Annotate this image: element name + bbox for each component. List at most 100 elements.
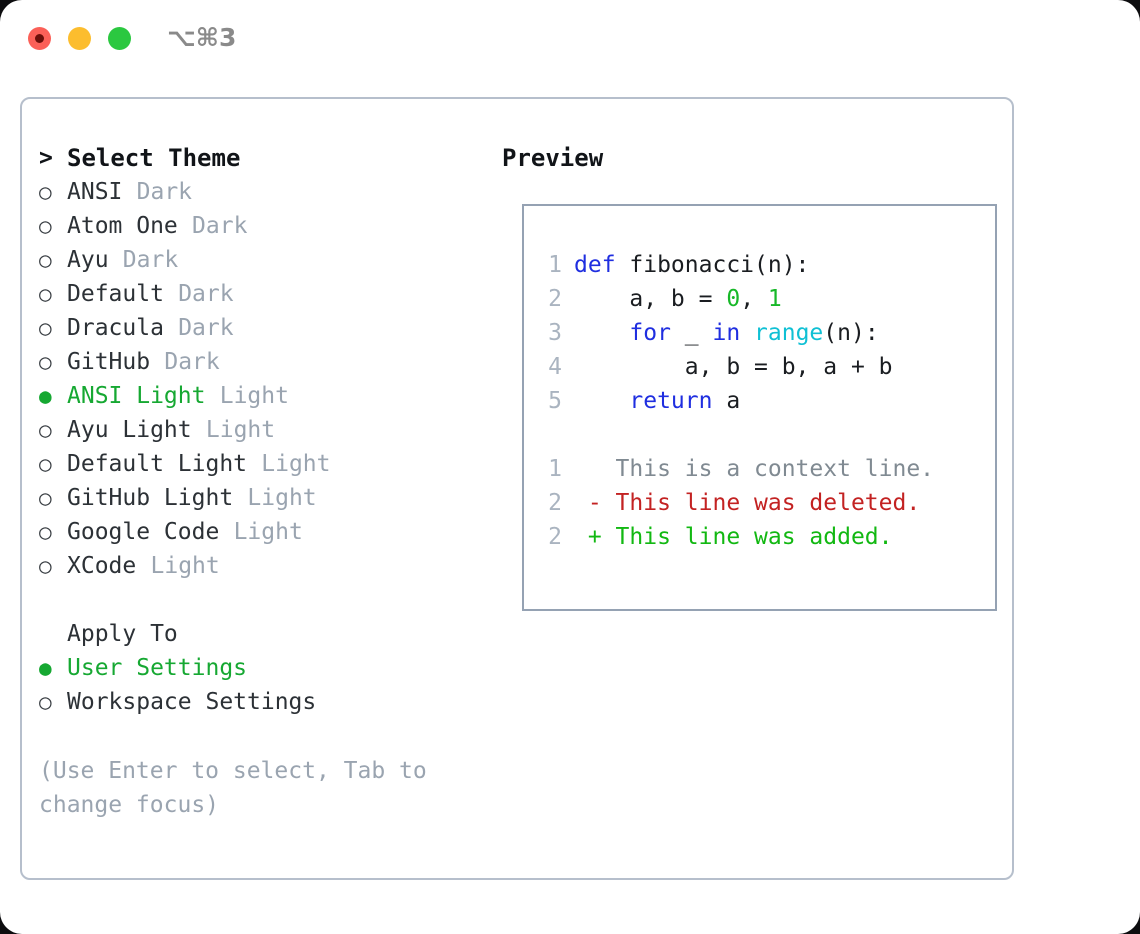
prompt-marker-icon: > bbox=[39, 145, 53, 171]
theme-list-item[interactable]: ○ GitHub Light Light bbox=[39, 481, 489, 515]
theme-list-item[interactable]: ○ Ayu Dark bbox=[39, 243, 489, 277]
theme-name: GitHub bbox=[67, 349, 151, 375]
code-token: _ bbox=[670, 320, 713, 346]
theme-variant-label: Light bbox=[205, 417, 276, 443]
theme-list-item[interactable]: ○ GitHub Dark bbox=[39, 345, 489, 379]
radio-selected-icon: ● bbox=[39, 656, 52, 680]
code-token: in bbox=[712, 320, 741, 346]
code-line: 2 + This line was added. bbox=[534, 520, 934, 554]
radio-unselected-icon: ○ bbox=[39, 690, 52, 714]
window-title: ⌥⌘3 bbox=[167, 23, 237, 52]
code-token: This is a context line. bbox=[574, 456, 935, 482]
line-number: 1 bbox=[548, 252, 562, 278]
theme-list-item[interactable]: ○ ANSI Dark bbox=[39, 175, 489, 209]
theme-variant-label: Light bbox=[261, 451, 331, 477]
theme-name: ANSI bbox=[67, 179, 123, 205]
radio-selected-icon: ● bbox=[39, 384, 52, 408]
theme-name: Ayu bbox=[67, 247, 109, 273]
code-line: 2 - This line was deleted. bbox=[534, 486, 934, 520]
code-line: 5 return a bbox=[534, 384, 934, 418]
apply-to-option[interactable]: ○ Workspace Settings bbox=[39, 685, 489, 719]
theme-picker-header: > Select Theme bbox=[39, 141, 489, 175]
radio-unselected-icon: ○ bbox=[39, 180, 52, 204]
code-token: 0 bbox=[726, 286, 741, 312]
code-token: - This line was deleted. bbox=[574, 490, 921, 516]
line-number: 5 bbox=[548, 388, 562, 414]
radio-unselected-icon: ○ bbox=[39, 520, 52, 544]
theme-name: Default Light bbox=[67, 451, 248, 477]
apply-to-header: Apply To bbox=[67, 621, 178, 647]
code-token: (n): bbox=[823, 320, 879, 346]
theme-name: ANSI Light bbox=[67, 383, 206, 409]
title-bar: ⌥⌘3 bbox=[0, 0, 1140, 78]
line-number: 4 bbox=[548, 354, 562, 380]
apply-to-list: ●User Settings ○ Workspace Settings bbox=[39, 651, 489, 719]
theme-variant-label: Dark bbox=[192, 213, 248, 239]
radio-unselected-icon: ○ bbox=[39, 316, 52, 340]
code-token: a, b = b, a + b bbox=[574, 354, 893, 380]
code-line: 4 a, b = b, a + b bbox=[534, 350, 934, 384]
preview-title: Preview bbox=[502, 144, 604, 172]
code-token bbox=[574, 388, 629, 414]
radio-unselected-icon: ○ bbox=[39, 554, 52, 578]
theme-name: Google Code bbox=[67, 519, 220, 545]
radio-unselected-icon: ○ bbox=[39, 350, 52, 374]
radio-unselected-icon: ○ bbox=[39, 282, 52, 306]
code-line: 1 This is a context line. bbox=[534, 452, 934, 486]
code-token: + This line was added. bbox=[574, 524, 893, 550]
theme-variant-label: Dark bbox=[122, 247, 179, 273]
theme-variant-label: Dark bbox=[178, 315, 234, 341]
theme-variant-label: Dark bbox=[178, 281, 234, 307]
code-token: return bbox=[629, 388, 713, 414]
theme-list-item[interactable]: ○ Google Code Light bbox=[39, 515, 489, 549]
theme-variant-label: Light bbox=[150, 553, 220, 579]
line-number: 2 bbox=[548, 524, 562, 550]
code-token: def bbox=[574, 252, 630, 278]
radio-unselected-icon: ○ bbox=[39, 418, 52, 442]
radio-unselected-icon: ○ bbox=[39, 248, 52, 272]
code-token: a, b = bbox=[574, 286, 727, 312]
code-line: 3 for _ in range(n): bbox=[534, 316, 934, 350]
theme-variant-label: Dark bbox=[136, 179, 193, 205]
code-token: a bbox=[712, 388, 741, 414]
minimize-button[interactable] bbox=[68, 27, 91, 50]
line-number: 1 bbox=[548, 456, 562, 482]
recording-indicator-icon bbox=[35, 34, 44, 43]
apply-to-label: Workspace Settings bbox=[67, 689, 317, 715]
theme-variant-label: Light bbox=[247, 485, 317, 511]
page-title: Select Theme bbox=[67, 144, 241, 172]
line-number: 3 bbox=[548, 320, 562, 346]
theme-variant-label: Dark bbox=[164, 349, 220, 375]
code-token: , bbox=[740, 286, 768, 312]
theme-name: Dracula bbox=[67, 315, 164, 341]
theme-variant-label: Light bbox=[233, 519, 303, 545]
line-number: 2 bbox=[548, 286, 562, 312]
theme-list-item[interactable]: ○ Dracula Dark bbox=[39, 311, 489, 345]
maximize-button[interactable] bbox=[108, 27, 131, 50]
theme-name: Ayu Light bbox=[67, 417, 192, 443]
line-number: 2 bbox=[548, 490, 562, 516]
radio-unselected-icon: ○ bbox=[39, 486, 52, 510]
code-line bbox=[534, 418, 934, 452]
code-token: for bbox=[629, 320, 671, 346]
theme-list-item[interactable]: ○ Ayu Light Light bbox=[39, 413, 489, 447]
apply-to-option[interactable]: ●User Settings bbox=[39, 651, 489, 685]
theme-name: GitHub Light bbox=[67, 485, 234, 511]
code-token: 1 bbox=[767, 286, 782, 312]
radio-unselected-icon: ○ bbox=[39, 214, 52, 238]
code-token bbox=[574, 320, 629, 346]
code-token bbox=[740, 320, 754, 346]
